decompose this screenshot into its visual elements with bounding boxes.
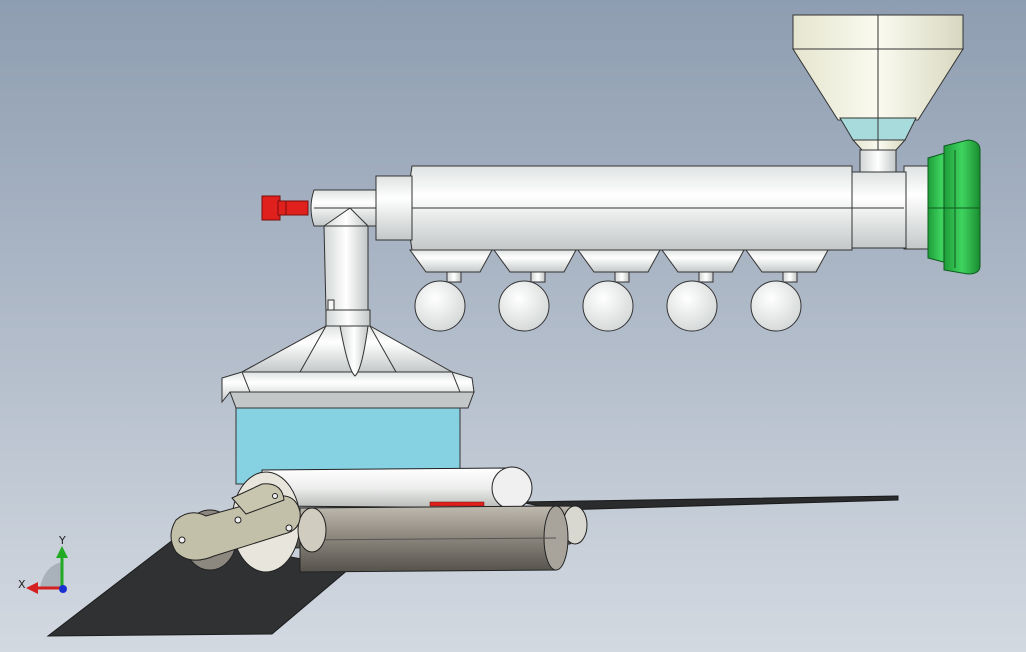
triad-z-axis [59, 585, 67, 593]
heater-band-5 [745, 249, 829, 273]
pipe-flange [325, 309, 371, 327]
crank-pin-1 [178, 536, 186, 544]
barrel-head [375, 175, 413, 241]
fan-2-neck [530, 271, 546, 283]
motor-housing [943, 139, 981, 275]
drive-motor[interactable] [903, 139, 981, 275]
hopper-throat [859, 149, 897, 173]
pipe-vertical [323, 207, 369, 313]
crank-pin-3 [285, 524, 293, 532]
barrel-feed-section [851, 171, 907, 249]
fan-4 [666, 280, 718, 332]
nozzle-cap [261, 195, 281, 221]
die-mandrel [339, 325, 369, 377]
upper-roller-end [491, 466, 533, 510]
pipe-bolt [327, 299, 335, 311]
crank-pin-4 [272, 493, 278, 499]
fan-1-neck [446, 271, 462, 283]
fan-2 [498, 280, 550, 332]
orientation-triad[interactable]: X Y [18, 534, 68, 594]
red-nozzle[interactable] [261, 195, 309, 221]
front-roller-line [299, 537, 557, 541]
crank-arm [170, 495, 301, 561]
die-rim-edge-r [451, 371, 461, 393]
triad-y-label: Y [58, 534, 66, 547]
fan-1 [414, 280, 466, 332]
triad-plane [40, 562, 62, 588]
fan-5-neck [782, 271, 798, 283]
fan-4-neck [698, 271, 714, 283]
fan-3-neck [614, 271, 630, 283]
die-cone-edge-l [299, 325, 327, 373]
triad-x-label: X [18, 578, 26, 591]
nozzle-stem [277, 200, 309, 216]
heater-band-2 [493, 249, 577, 273]
die-rim-edge-l [241, 371, 251, 393]
extruder-barrel[interactable] [310, 165, 907, 251]
fan-5 [750, 280, 802, 332]
cooling-fans[interactable] [414, 271, 802, 332]
roller-axle-cap [297, 507, 327, 553]
crank-link [231, 483, 285, 515]
heater-bands[interactable] [409, 249, 829, 273]
heater-band-1 [409, 249, 493, 273]
red-marker [429, 501, 485, 507]
crank-pin-2 [234, 516, 242, 524]
take-up-rollers[interactable] [170, 466, 588, 573]
hopper-outlet [851, 139, 907, 151]
triad-y-arrow [56, 546, 68, 558]
hopper[interactable] [792, 14, 964, 173]
heater-band-4 [661, 249, 745, 273]
triad-x-arrow [26, 582, 38, 594]
die-base-plate [229, 391, 475, 409]
fan-3 [582, 280, 634, 332]
upper-roller [261, 467, 529, 509]
heater-band-3 [577, 249, 661, 273]
die-cone-edge-r [369, 325, 397, 373]
elbow-pipe[interactable] [323, 207, 371, 327]
